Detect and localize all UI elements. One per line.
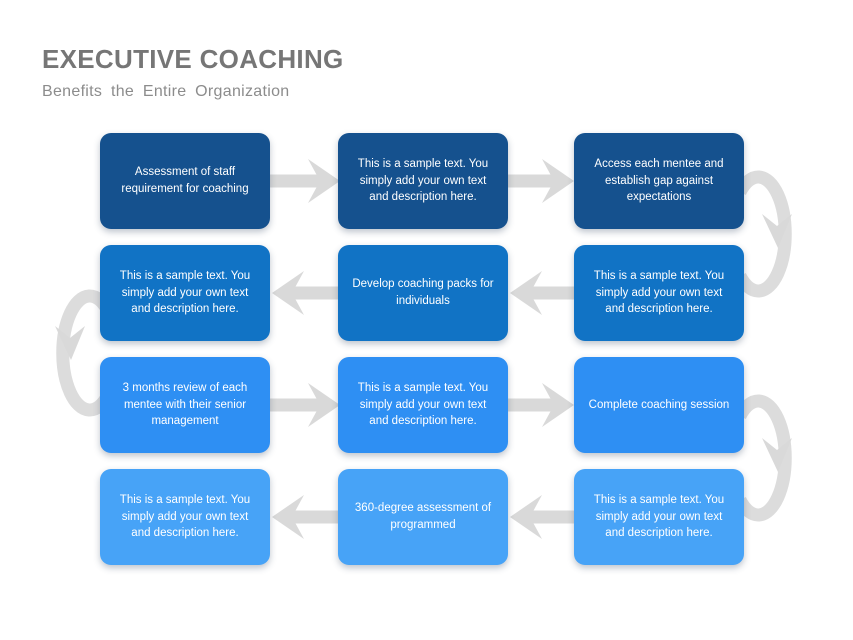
arrow-right-icon [262,159,340,203]
flow-box-label: This is a sample text. You simply add yo… [119,269,251,316]
curve-down-right-icon [734,170,792,298]
flow-box-label: This is a sample text. You simply add yo… [593,493,725,540]
flow-box-label: This is a sample text. You simply add yo… [357,157,489,204]
flow-box-label: Access each mentee and establish gap aga… [594,157,724,204]
arrow-left-icon [510,495,580,539]
flow-box-label: This is a sample text. You simply add yo… [593,269,725,316]
arrow-left-icon [272,495,344,539]
flow-box-label: 3 months review of each mentee with thei… [122,381,248,428]
flow-box-r4c2[interactable]: 360-degree assessment of programmed [338,469,508,565]
flow-box-r2c2[interactable]: Develop coaching packs for individuals [338,245,508,341]
flow-box-label: This is a sample text. You simply add yo… [119,493,251,540]
flow-box-r3c2[interactable]: This is a sample text. You simply add yo… [338,357,508,453]
flow-box-r1c3[interactable]: Access each mentee and establish gap aga… [574,133,744,229]
slide-subtitle: Benefits the Entire Organization [42,83,290,100]
arrow-right-icon [500,159,574,203]
flow-box-r1c2[interactable]: This is a sample text. You simply add yo… [338,133,508,229]
flow-box-r2c3[interactable]: This is a sample text. You simply add yo… [574,245,744,341]
arrow-left-icon [510,271,580,315]
flow-box-label: Develop coaching packs for individuals [352,278,494,307]
flow-box-r3c3[interactable]: Complete coaching session [574,357,744,453]
slide-title: EXECUTIVE COACHING [42,44,344,74]
arrow-right-icon [262,383,340,427]
flow-box-r2c1[interactable]: This is a sample text. You simply add yo… [100,245,270,341]
flow-box-r4c3[interactable]: This is a sample text. You simply add yo… [574,469,744,565]
arrow-right-icon [500,383,574,427]
curve-down-left-icon [55,289,114,417]
flow-box-label: 360-degree assessment of programmed [354,502,492,531]
flow-box-label: Complete coaching session [588,398,730,411]
flow-box-r1c1[interactable]: Assessment of staff requirement for coac… [100,133,270,229]
flow-box-label: Assessment of staff requirement for coac… [121,166,249,195]
arrow-left-icon [272,271,344,315]
flow-box-label: This is a sample text. You simply add yo… [357,381,489,428]
flow-box-r3c1[interactable]: 3 months review of each mentee with thei… [100,357,270,453]
flow-box-r4c1[interactable]: This is a sample text. You simply add yo… [100,469,270,565]
curve-down-right-icon [734,394,792,522]
